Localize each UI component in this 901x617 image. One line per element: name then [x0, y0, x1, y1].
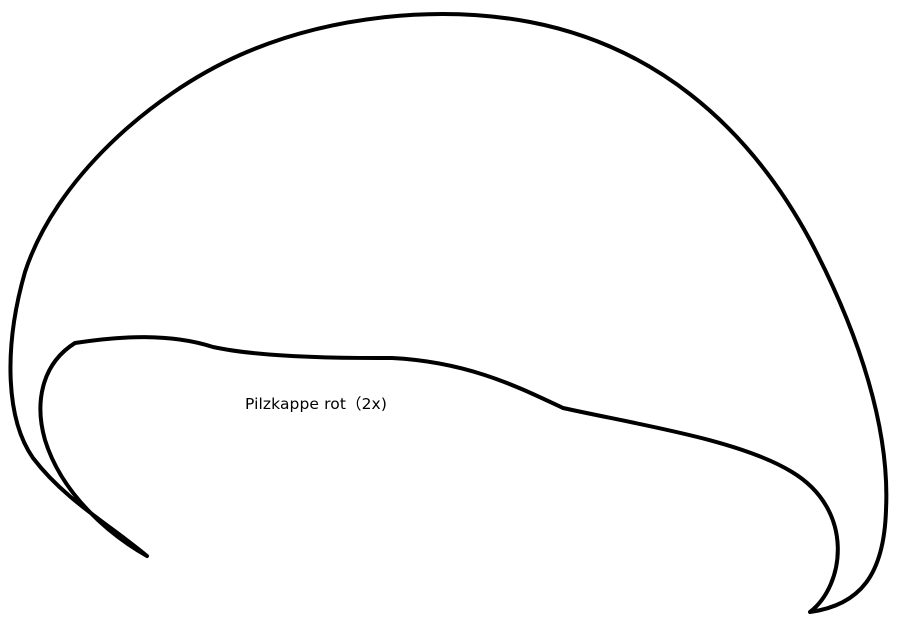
pattern-piece-label: Pilzkappe rot（2x)	[245, 395, 387, 413]
mushroom-cap-outline	[8, 12, 889, 614]
